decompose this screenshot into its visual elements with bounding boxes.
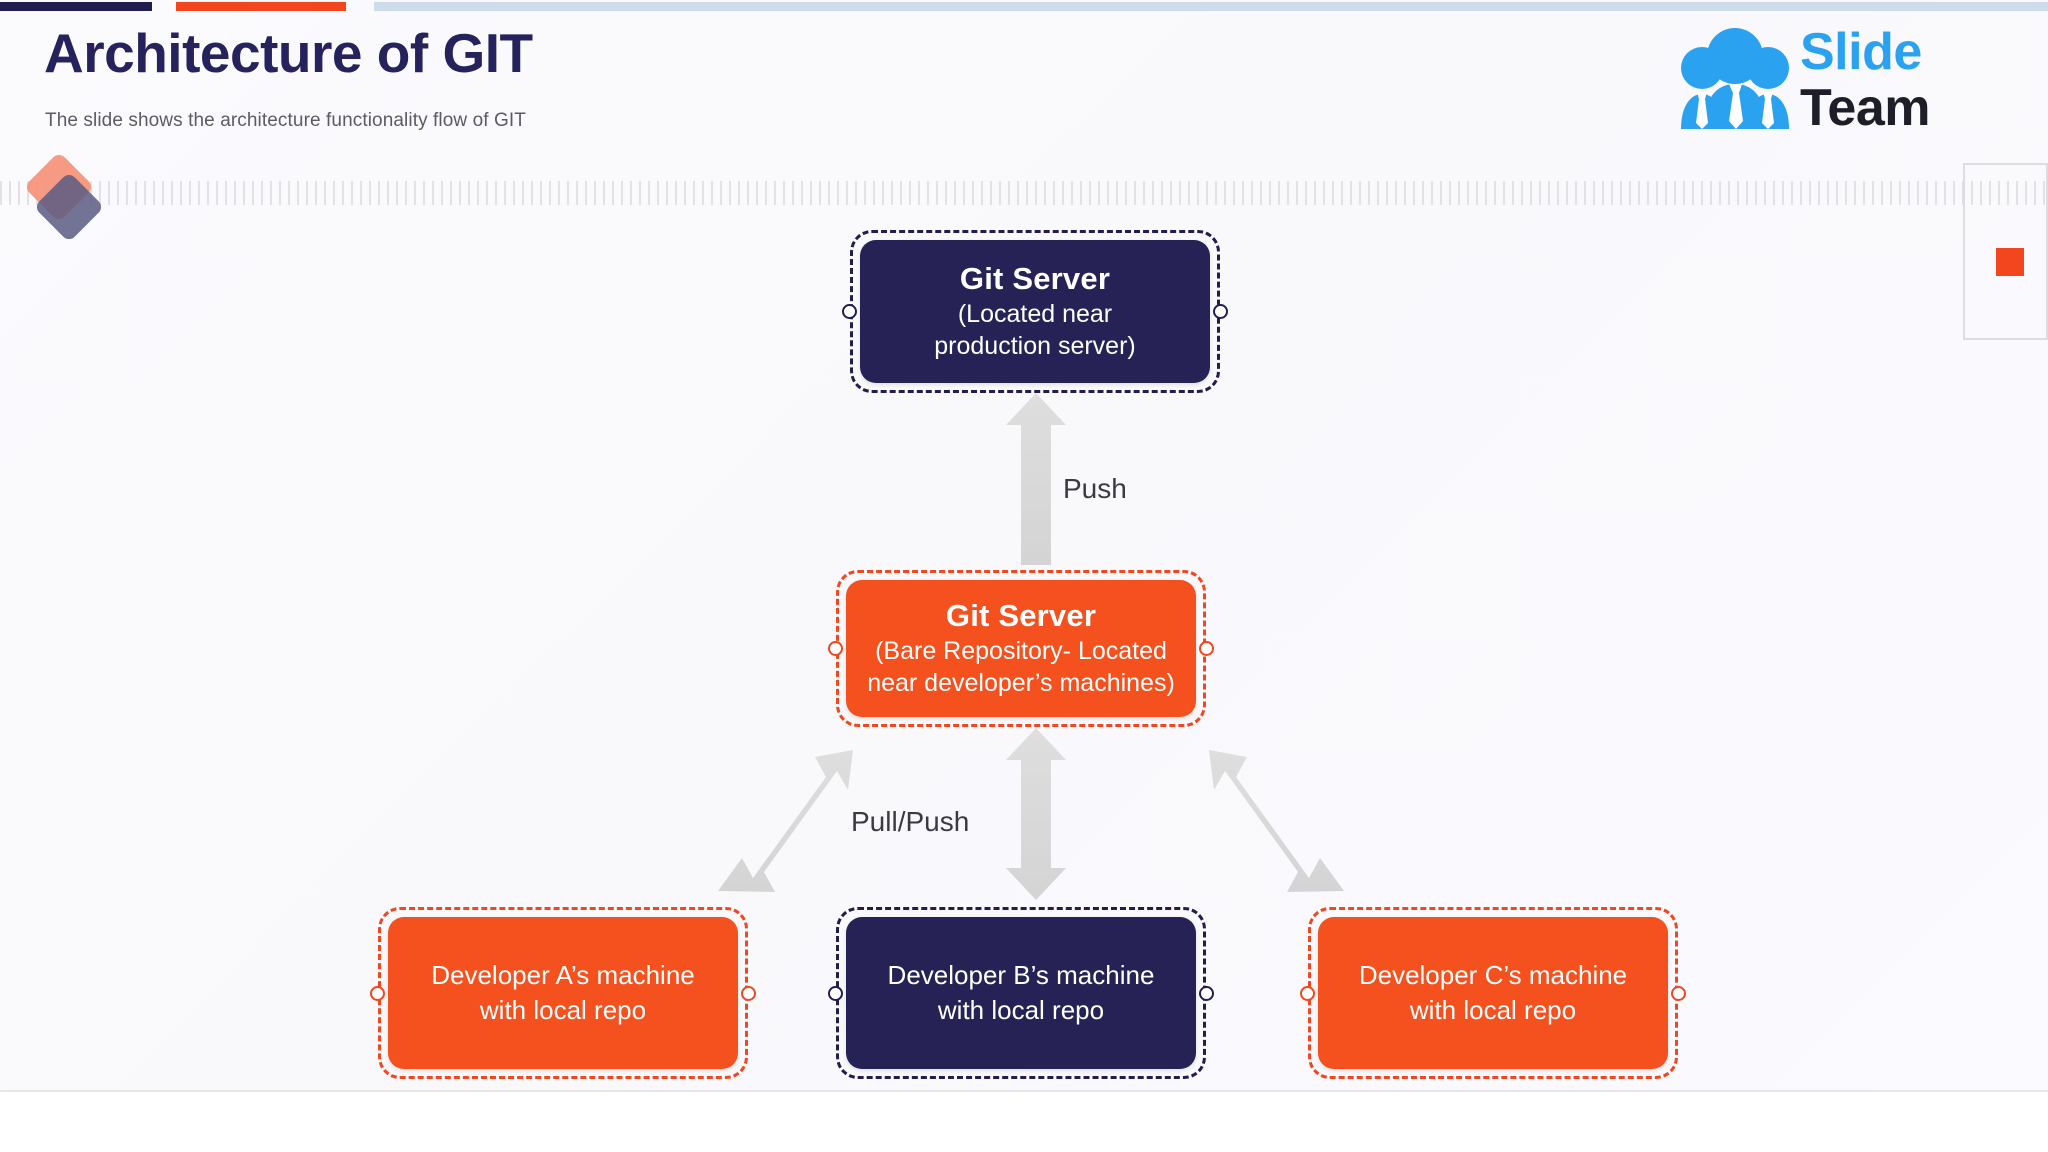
arrow-pull-push-c [1209, 750, 1344, 892]
page-subtitle: The slide shows the architecture functio… [45, 110, 527, 131]
node-label-line2: with local repo [479, 995, 647, 1025]
accent-bar-orange [176, 2, 346, 11]
logo-word-slide: Slide [1800, 23, 1922, 81]
logo-wordmark: Slide Team [1800, 20, 2036, 138]
below-slide-area [0, 1094, 2048, 1152]
connector-label-pull-push: Pull/Push [851, 806, 970, 837]
node-body: Developer B’s machine with local repo [846, 917, 1196, 1069]
node-subtitle-line2: production server) [934, 331, 1136, 360]
connector-arrow-layer [718, 393, 1344, 900]
node-git-server-bare-repository[interactable]: Git Server (Bare Repository- Located nea… [828, 570, 1214, 727]
git-architecture-diagram: Git Server (Located near production serv… [370, 230, 1686, 1079]
node-body: Developer A’s machine with local repo [388, 917, 738, 1069]
node-body: Developer C’s machine with local repo [1318, 917, 1668, 1069]
connector-label-push: Push [1063, 473, 1127, 504]
node-handle-left[interactable] [828, 641, 843, 656]
node-handle-right[interactable] [1199, 641, 1214, 656]
node-handle-left[interactable] [370, 985, 385, 1001]
tick-ruler-strip [0, 181, 2048, 205]
accent-bar-navy [0, 2, 152, 11]
node-developer-b-machine[interactable]: Developer B’s machine with local repo [828, 907, 1214, 1079]
node-subtitle-line2: near developer’s machines) [867, 668, 1175, 697]
three-people-group-icon [1681, 28, 1789, 129]
node-handle-left[interactable] [842, 304, 857, 319]
node-label-line1: Developer B’s machine [887, 959, 1155, 990]
node-handle-right[interactable] [1213, 304, 1228, 319]
node-body: Git Server (Located near production serv… [860, 240, 1210, 383]
node-label-line1: Developer A’s machine [431, 959, 695, 990]
node-title: Git Server [959, 261, 1111, 297]
arrow-push [1006, 393, 1066, 565]
accent-bar-blue [374, 2, 2048, 11]
node-handle-right[interactable] [1671, 985, 1686, 1001]
node-label-line1: Developer C’s machine [1358, 959, 1628, 990]
node-subtitle-line1: (Located near [957, 299, 1113, 328]
arrow-pull-push-a [718, 750, 853, 892]
node-label-line2: with local repo [937, 995, 1105, 1025]
node-git-server-production[interactable]: Git Server (Located near production serv… [842, 230, 1228, 393]
node-handle-right[interactable] [1199, 985, 1214, 1001]
node-handle-left[interactable] [828, 985, 843, 1001]
node-handle-right[interactable] [741, 985, 756, 1001]
node-body: Git Server (Bare Repository- Located nea… [846, 580, 1196, 717]
logo-word-team: Team [1800, 79, 1930, 137]
node-label-line2: with local repo [1409, 995, 1577, 1025]
node-developer-c-machine[interactable]: Developer C’s machine with local repo [1300, 907, 1686, 1079]
slideteam-logo: Slide Team [1676, 16, 2036, 136]
node-subtitle-line1: (Bare Repository- Located [875, 636, 1167, 665]
right-placeholder-frame [1963, 163, 2048, 340]
page-title: Architecture of GIT [44, 22, 533, 84]
slide-canvas: Architecture of GIT The slide shows the … [0, 0, 2048, 1092]
arrow-pull-push-b [1006, 728, 1066, 900]
node-developer-a-machine[interactable]: Developer A’s machine with local repo [370, 907, 756, 1079]
right-orange-square-marker [1996, 248, 2024, 276]
node-handle-left[interactable] [1300, 985, 1315, 1001]
node-title: Git Server [945, 598, 1097, 634]
